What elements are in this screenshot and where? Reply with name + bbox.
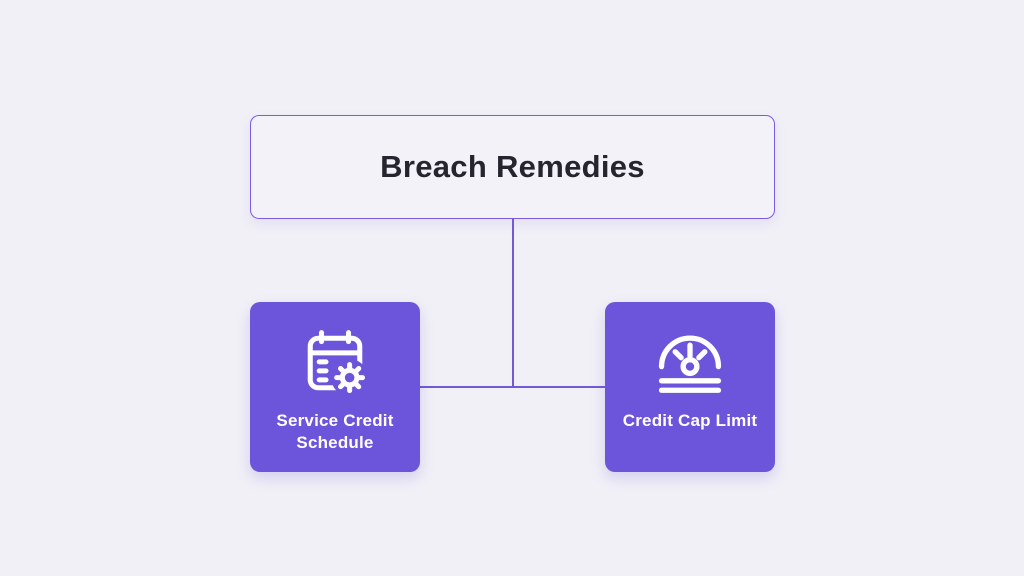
gauge-cap-icon bbox=[652, 322, 728, 404]
connector-vertical bbox=[512, 219, 514, 388]
child-node-label: Service Credit Schedule bbox=[276, 411, 394, 453]
connector-horizontal bbox=[420, 386, 605, 388]
root-node-label: Breach Remedies bbox=[380, 149, 645, 184]
child-node-service-credit-schedule: Service Credit Schedule bbox=[250, 302, 420, 472]
child-node-credit-cap-limit: Credit Cap Limit bbox=[605, 302, 775, 472]
root-node-breach-remedies: Breach Remedies bbox=[250, 115, 775, 219]
child-node-label: Credit Cap Limit bbox=[622, 411, 758, 430]
calendar-gear-icon bbox=[299, 322, 371, 404]
